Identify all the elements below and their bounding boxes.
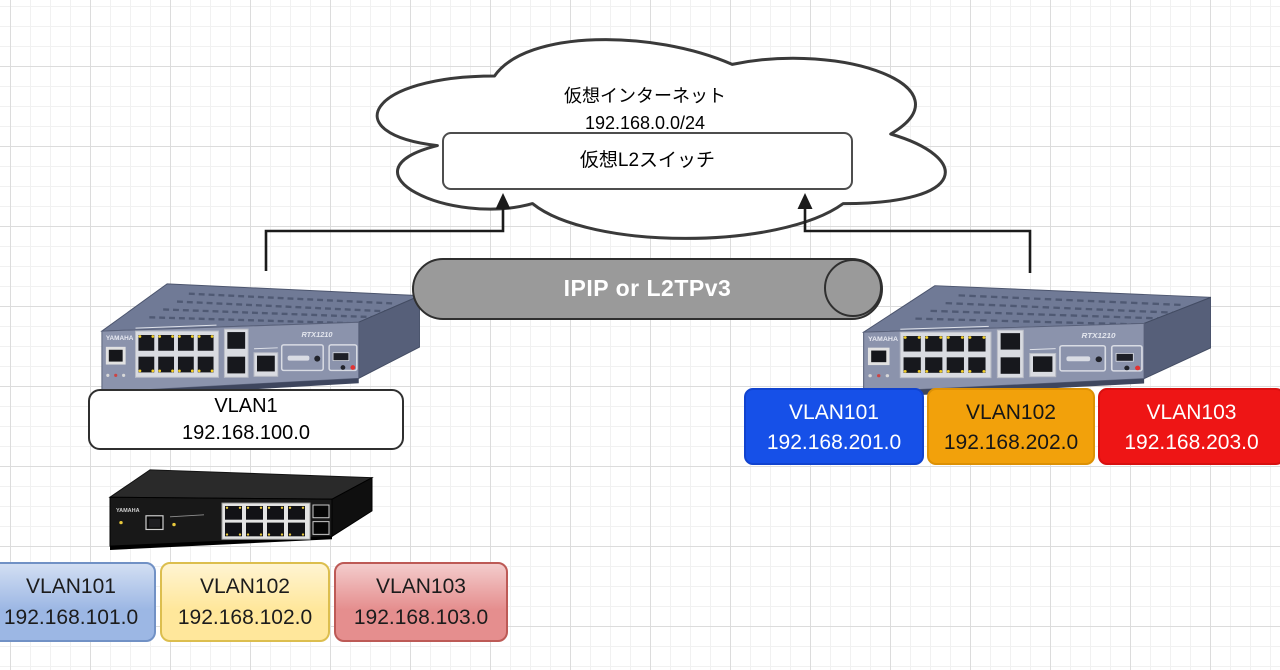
rj45-ports — [138, 335, 214, 373]
vlan-name: VLAN103 — [1146, 401, 1237, 424]
cloud-subnet: 192.168.0.0/24 — [584, 113, 706, 133]
module-slot — [1059, 344, 1107, 372]
virtual-l2-switch-box: 仮想L2スイッチ — [442, 132, 853, 190]
vlan102-right-chip: VLAN102 192.168.202.0 — [927, 388, 1095, 465]
router-left-image: YAMAHA RTX1210 — [100, 283, 420, 398]
vlan-name: VLAN101 — [789, 401, 879, 424]
model-label: RTX1210 — [301, 330, 333, 339]
port-leds — [138, 335, 214, 373]
vlan-network: 192.168.202.0 — [943, 431, 1079, 454]
tunnel-label: IPIP or L2TPv3 — [563, 275, 732, 301]
vlan101-left-chip: VLAN101 192.168.101.0 — [0, 562, 156, 642]
module-slot — [328, 344, 358, 372]
model-label: RTX1210 — [1082, 331, 1117, 340]
cylinder-end-cap — [824, 259, 882, 317]
vent-slots — [149, 292, 396, 325]
vlan101-right-chip: VLAN101 192.168.201.0 — [744, 388, 924, 465]
virtual-l2-switch-label: 仮想L2スイッチ — [579, 150, 716, 171]
sfp-slot — [312, 504, 330, 519]
port-leds — [903, 336, 986, 373]
status-led — [1135, 365, 1141, 371]
vlan-name: VLAN102 — [966, 401, 1056, 424]
vlan-network: 192.168.201.0 — [766, 431, 902, 454]
port-leds — [225, 506, 305, 536]
vlan-network: 192.168.203.0 — [1124, 431, 1259, 454]
vlan-name: VLAN101 — [26, 575, 116, 598]
cloud-caption: 仮想インターネット 192.168.0.0/24 — [445, 83, 845, 137]
module-slot — [1110, 344, 1143, 372]
vlan-network: 192.168.102.0 — [177, 606, 313, 629]
vlan-name: VLAN1 — [214, 395, 278, 417]
vent-slots — [915, 294, 1185, 326]
tunnel-cylinder: IPIP or L2TPv3 — [412, 258, 883, 320]
vlan1-label: VLAN1 192.168.100.0 — [88, 389, 404, 450]
vlan102-left-chip: VLAN102 192.168.102.0 — [160, 562, 330, 642]
brand-logo: YAMAHA — [116, 508, 140, 514]
cloud-title: 仮想インターネット — [564, 86, 726, 106]
brand-logo: YAMAHA — [868, 336, 898, 343]
brand-logo: YAMAHA — [106, 335, 134, 342]
vlan103-right-chip: VLAN103 192.168.203.0 — [1098, 388, 1280, 465]
vlan-name: VLAN103 — [376, 575, 466, 598]
rj45-ports — [903, 336, 986, 373]
vlan103-left-chip: VLAN103 192.168.103.0 — [334, 562, 508, 642]
switch-image: YAMAHA — [108, 469, 374, 550]
vlan-network: 192.168.100.0 — [182, 422, 310, 444]
status-led — [119, 520, 123, 525]
status-led — [350, 365, 356, 370]
vlan-network: 192.168.101.0 — [3, 606, 139, 629]
vlan-network: 192.168.103.0 — [353, 606, 489, 629]
module-slot — [280, 344, 324, 372]
rj45-ports — [225, 506, 305, 537]
vlan-name: VLAN102 — [200, 575, 290, 598]
router-right-image: YAMAHA RTX1210 — [861, 285, 1211, 398]
sfp-slot — [312, 521, 330, 535]
